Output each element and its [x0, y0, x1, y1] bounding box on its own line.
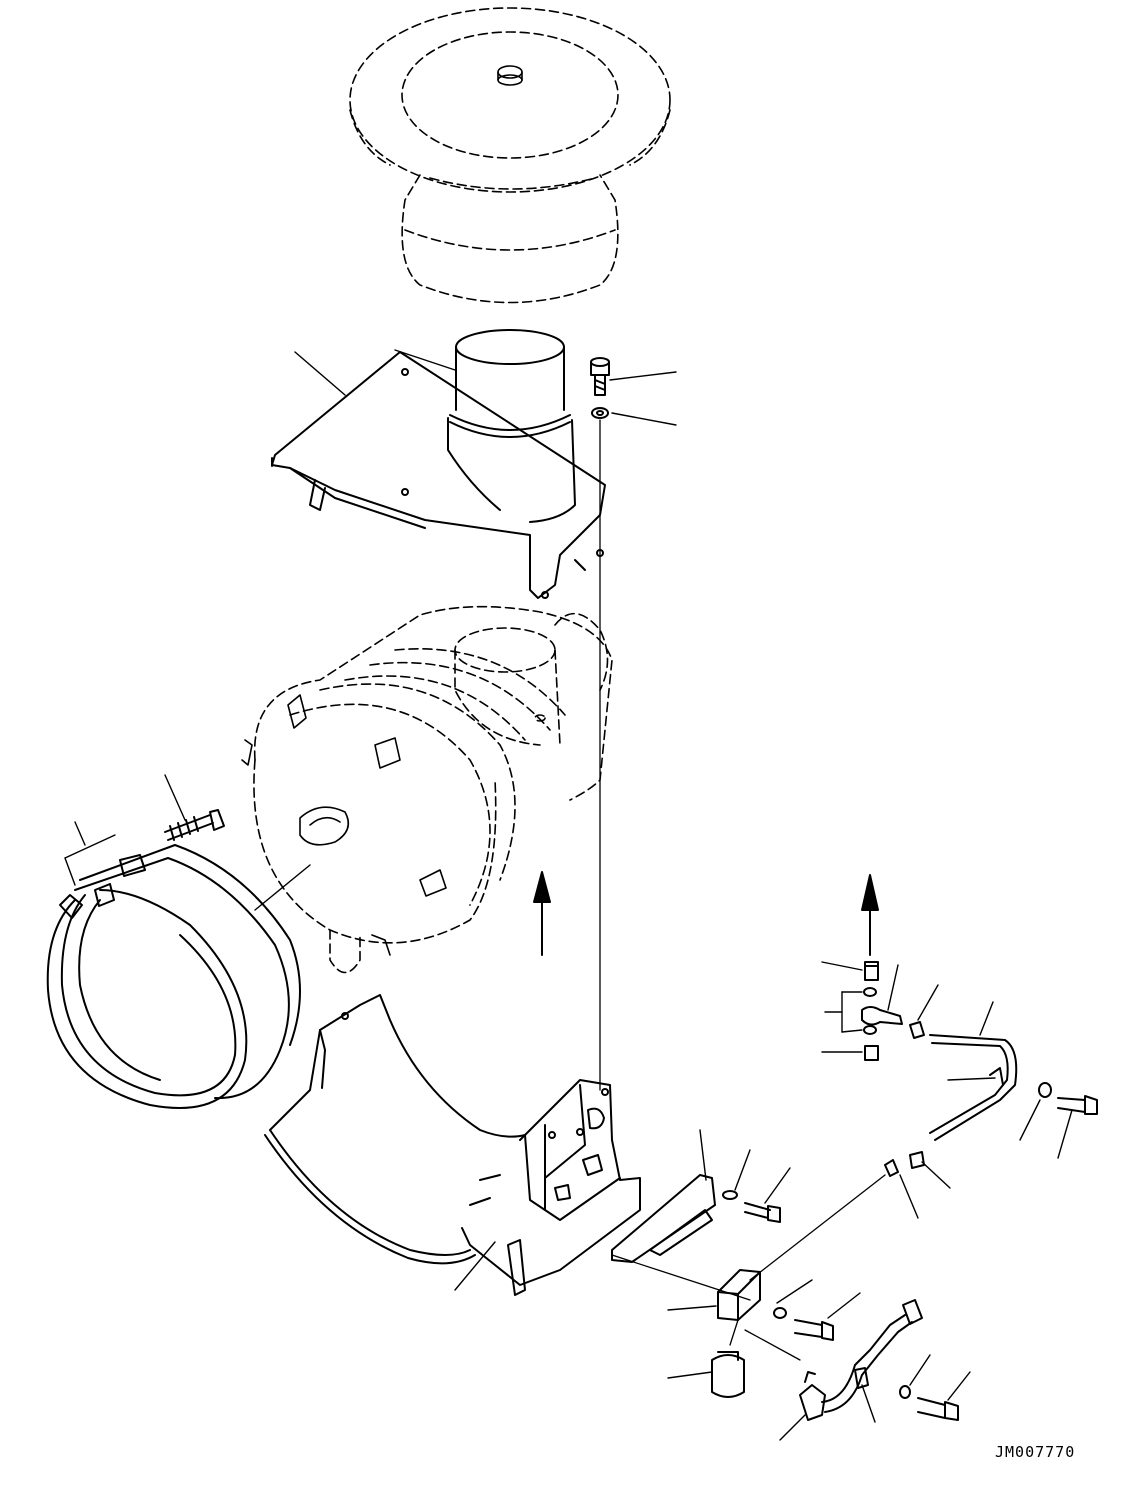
- adapter-nut: [865, 962, 878, 980]
- switch-block: [718, 1270, 800, 1360]
- inlet-pipe: [448, 330, 575, 522]
- pressure-sensor: [712, 1352, 744, 1397]
- switch-washer: [774, 1308, 786, 1318]
- washer-mid: [723, 1191, 737, 1199]
- drawing-reference-code: JM007770: [995, 1443, 1076, 1461]
- small-plug: [865, 1046, 878, 1060]
- precleaner-knob: [498, 66, 522, 85]
- leader-lines: [65, 350, 1072, 1440]
- lower-mount-bracket: [462, 1080, 640, 1295]
- assembly-arrow-center: [534, 872, 550, 955]
- harness-washer: [900, 1386, 910, 1398]
- indicator-switch-harness: [800, 1300, 922, 1420]
- hose-bolt-right: [1058, 1096, 1097, 1114]
- bolt-mid: [745, 1203, 780, 1222]
- harness-bolt: [918, 1398, 958, 1420]
- lower-cradle-strap: [265, 995, 525, 1263]
- precleaner-cap-phantom: [350, 8, 670, 303]
- hose-washer-right: [1039, 1083, 1051, 1097]
- banjo-fitting: [862, 1007, 902, 1025]
- upper-bracket: [272, 352, 605, 598]
- air-cleaner-body-phantom: [254, 607, 612, 973]
- washer-top: [592, 408, 608, 418]
- bolt-top: [591, 358, 609, 395]
- switch-bolt: [795, 1320, 833, 1340]
- assembly-arrow-right: [862, 875, 878, 955]
- air-cleaner-latches: [242, 695, 446, 955]
- clamp-bolt: [165, 810, 224, 840]
- washer-pair: [864, 988, 876, 1034]
- hose-cap: [910, 1022, 924, 1038]
- elbow-fitting: [750, 1152, 924, 1280]
- band-clamp: [48, 845, 300, 1108]
- vacuum-hose: [930, 1035, 1016, 1140]
